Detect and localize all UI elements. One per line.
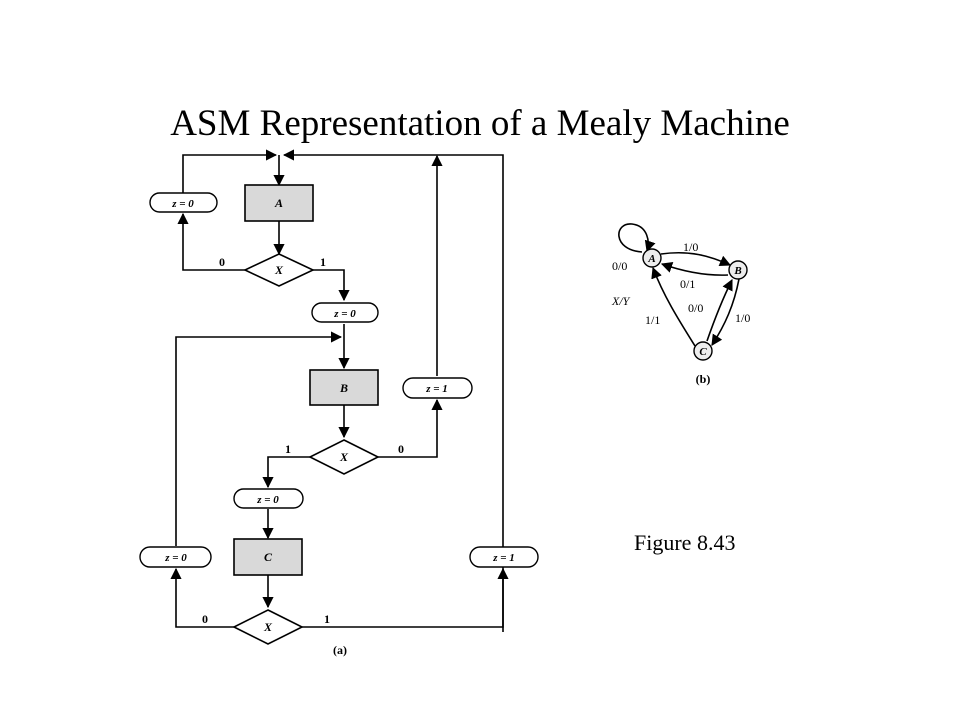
state-label-c: C [264, 550, 273, 564]
decision-b [308, 439, 380, 475]
figure-label: Figure 8.43 [634, 530, 736, 555]
decision-label-a: X [274, 263, 284, 277]
arrow-c-zero [170, 567, 234, 628]
decision-c-one-label: 1 [324, 612, 330, 626]
edge-a-a-label: 0/0 [612, 259, 627, 273]
decision-label-b: X [339, 450, 349, 464]
arrow-b-one [262, 456, 310, 489]
state-box-a [244, 184, 314, 222]
state-node-a [642, 248, 662, 268]
decision-b-zero-label: 0 [398, 442, 404, 456]
asm-chart: A X 0 1 z = 0 z = 0 B X 0 1 z = 1 z = 0 … [139, 149, 539, 657]
output-a-one [311, 302, 379, 323]
decision-a-zero-label: 0 [219, 255, 225, 269]
edge-a-b [660, 251, 732, 266]
loop-c-zero-return [175, 331, 343, 546]
output-c-one [469, 546, 539, 568]
arrow-c-one [302, 567, 509, 628]
output-c-one-label: z = 1 [492, 552, 515, 564]
arrow-b-zero [378, 398, 443, 458]
output-c-zero-label: z = 0 [164, 552, 187, 564]
edge-b-c [711, 278, 740, 346]
output-b-zero-label: z = 1 [425, 383, 448, 395]
loop-c-one-return [282, 149, 504, 632]
edge-b-a [660, 262, 729, 276]
output-c-zero [139, 546, 212, 568]
arrow-a-zero [177, 212, 245, 271]
state-diagram: A B C 0/0 1/0 0/1 1/0 0/0 1/1 X/Y (b) [611, 223, 750, 386]
edge-b-a-label: 0/1 [680, 277, 695, 291]
output-a-zero-label: z = 0 [171, 198, 194, 210]
state-node-b-label: B [733, 265, 741, 277]
state-label-a: A [274, 196, 283, 210]
decision-b-one-label: 1 [285, 442, 291, 456]
edge-a-a [618, 223, 656, 253]
decision-a-one-label: 1 [320, 255, 326, 269]
state-node-c [693, 341, 713, 361]
decision-a [243, 253, 315, 287]
decision-c [232, 609, 304, 645]
state-box-c [233, 538, 303, 576]
state-diagram-caption: (b) [696, 372, 711, 386]
loop-a-return [182, 149, 278, 194]
decision-c-zero-label: 0 [202, 612, 208, 626]
state-box-b [309, 369, 379, 406]
edge-c-b [706, 278, 733, 342]
state-diagram-key: X/Y [611, 294, 631, 308]
output-a-one-label: z = 0 [333, 308, 356, 320]
state-node-b [728, 260, 748, 280]
asm-caption: (a) [333, 643, 347, 657]
edge-a-b-label: 1/0 [683, 240, 698, 254]
output-a-zero [149, 192, 218, 213]
slide-title: ASM Representation of a Mealy Machine [170, 103, 790, 144]
edge-c-b-label: 0/0 [688, 301, 703, 315]
edge-c-a-label: 1/1 [645, 313, 660, 327]
state-label-b: B [339, 381, 348, 395]
decision-label-c: X [263, 620, 273, 634]
edge-b-c-label: 1/0 [735, 311, 750, 325]
output-b-one [233, 488, 304, 509]
output-b-zero [402, 377, 473, 399]
output-b-one-label: z = 0 [256, 494, 279, 506]
edge-c-a [651, 266, 696, 347]
state-node-a-label: A [647, 253, 655, 265]
state-node-c-label: C [699, 346, 707, 358]
asm-connectors [170, 149, 509, 632]
arrow-a-one [313, 269, 350, 302]
